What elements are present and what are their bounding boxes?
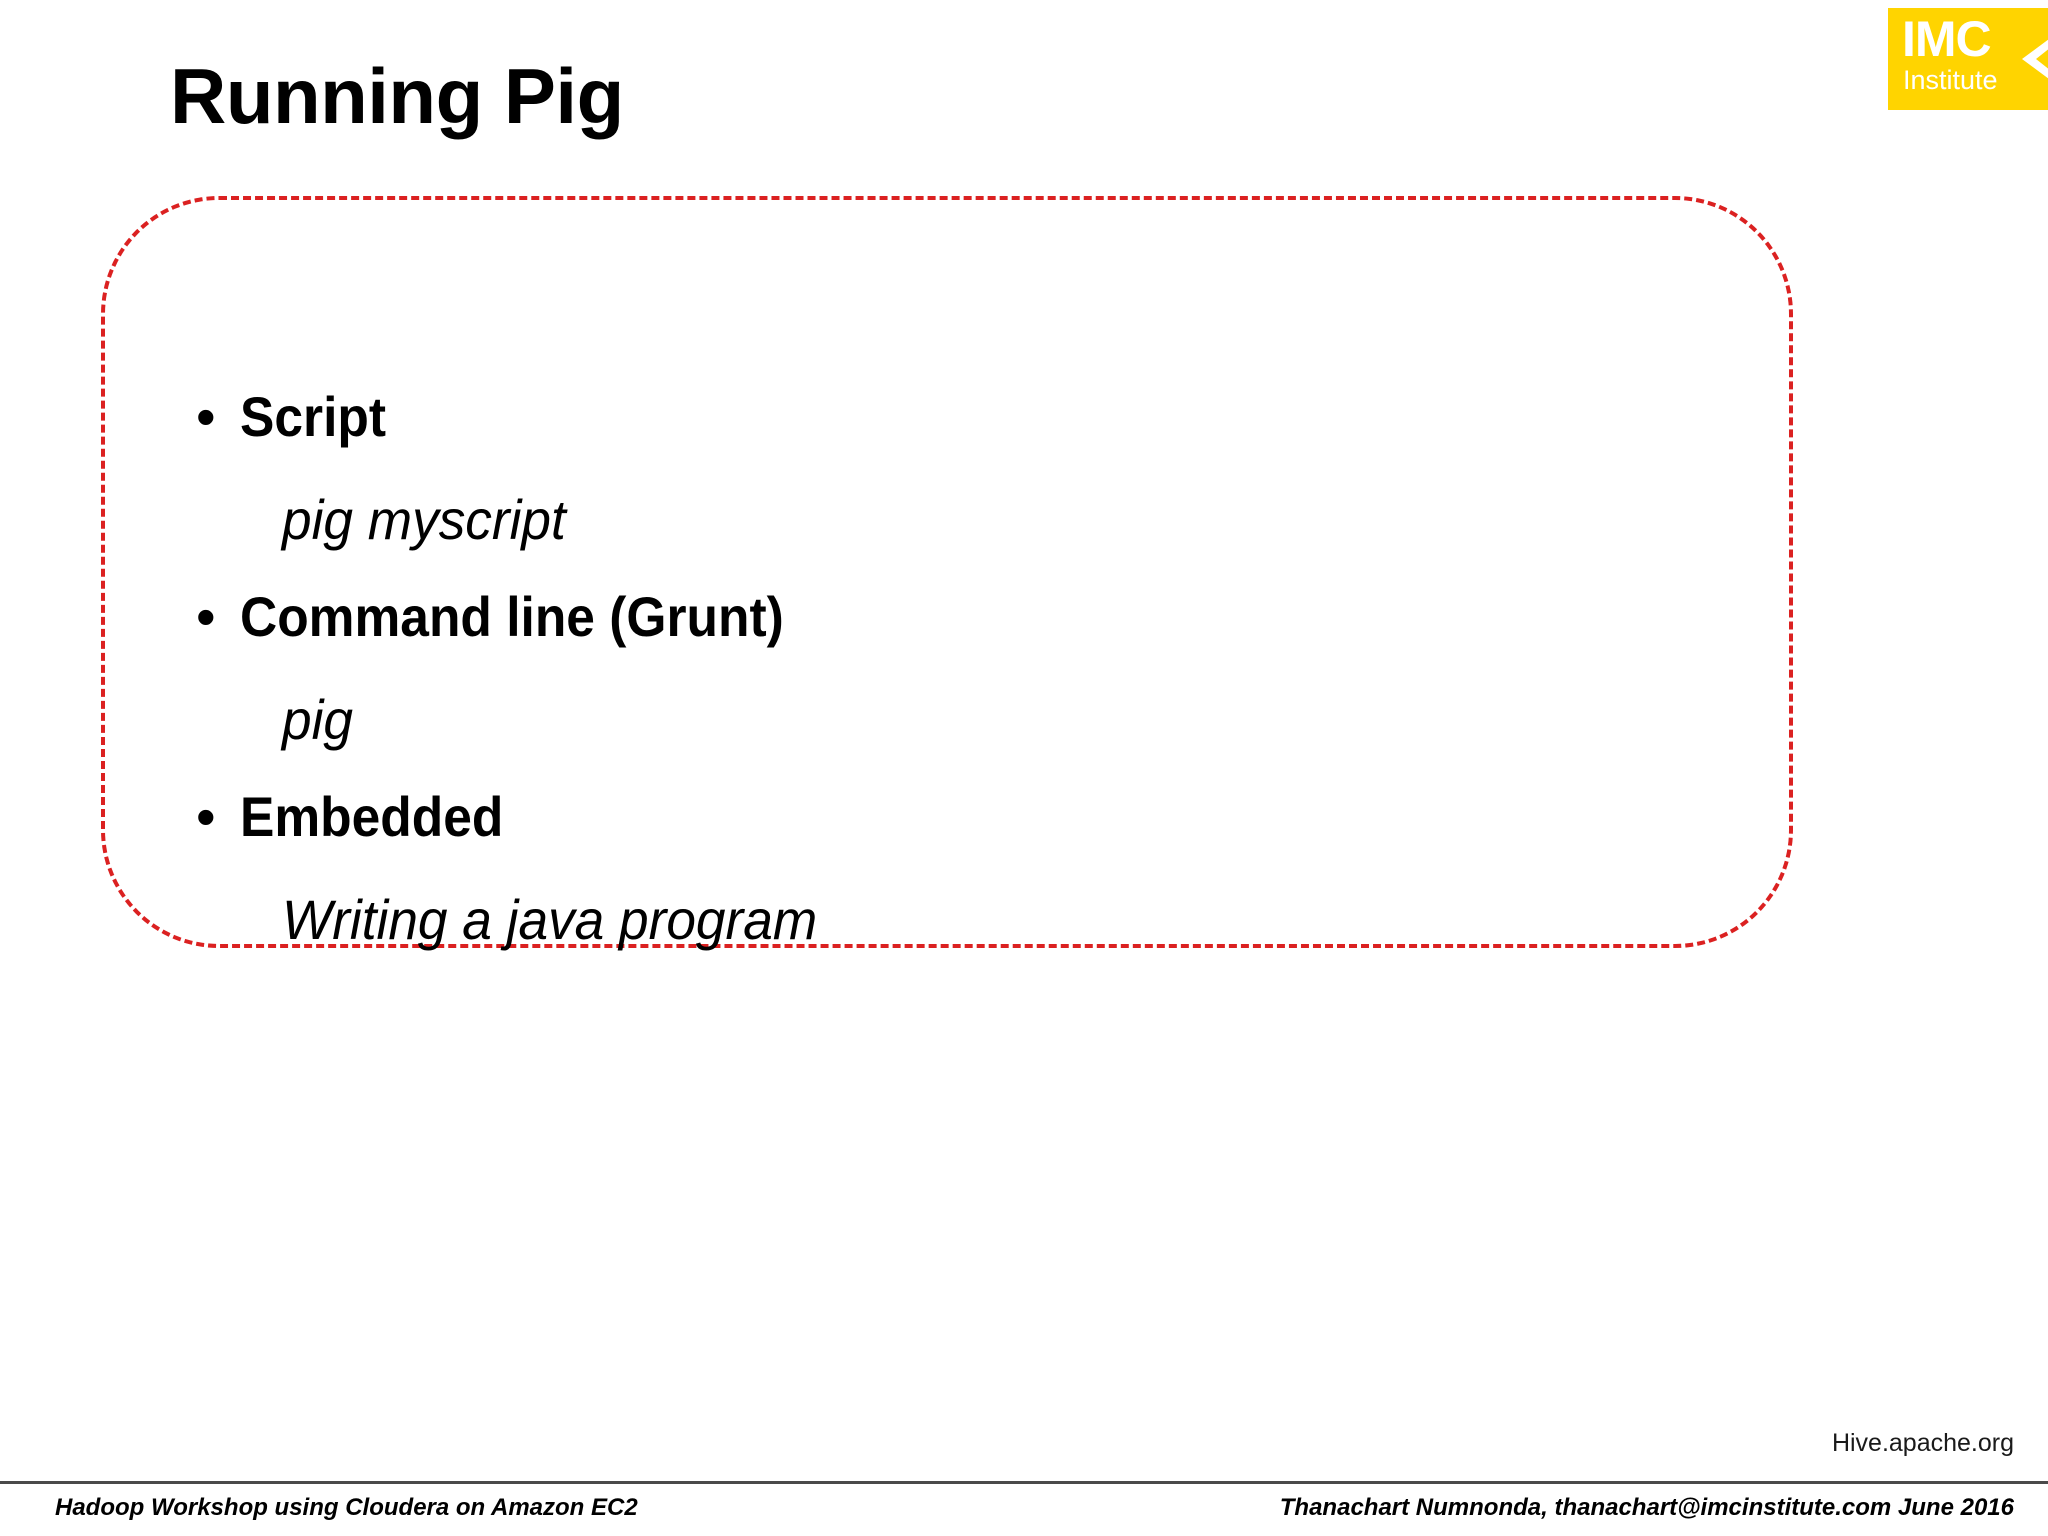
bullet-list: • Script pig myscript • Command line (Gr… — [196, 374, 1496, 974]
list-item-detail: pig — [196, 674, 1496, 774]
list-item-detail-text: pig myscript — [282, 488, 566, 551]
logo-chevron-icon — [2022, 39, 2048, 79]
list-item-label: Command line (Grunt) — [240, 585, 784, 648]
list-item-detail-text: pig — [282, 688, 353, 751]
page-title: Running Pig — [170, 52, 624, 140]
list-item: • Script — [196, 374, 1496, 474]
footer-divider — [0, 1481, 2048, 1484]
list-item-detail: pig myscript — [196, 474, 1496, 574]
list-item-detail-text: Writing a java program — [282, 888, 818, 951]
footer-left-text: Hadoop Workshop using Cloudera on Amazon… — [55, 1494, 638, 1521]
logo-secondary-text: Institute — [1903, 65, 1998, 95]
source-attribution: Hive.apache.org — [1831, 1429, 2014, 1457]
bullet-marker-icon: • — [196, 585, 216, 648]
footer-right-text: Thanachart Numnonda, thanachart@imcinsti… — [1279, 1494, 2014, 1521]
dashed-callout-box — [101, 196, 1793, 948]
list-item-label: Script — [240, 385, 387, 448]
bullet-marker-icon: • — [196, 785, 216, 848]
imc-institute-logo: IMC Institute — [1888, 8, 2048, 110]
list-item: • Embedded — [196, 774, 1496, 874]
bullet-marker-icon: • — [196, 385, 216, 448]
logo-primary-text: IMC — [1902, 11, 1992, 67]
list-item-detail: Writing a java program — [196, 874, 1496, 974]
list-item: • Command line (Grunt) — [196, 574, 1496, 674]
list-item-label: Embedded — [240, 785, 504, 848]
